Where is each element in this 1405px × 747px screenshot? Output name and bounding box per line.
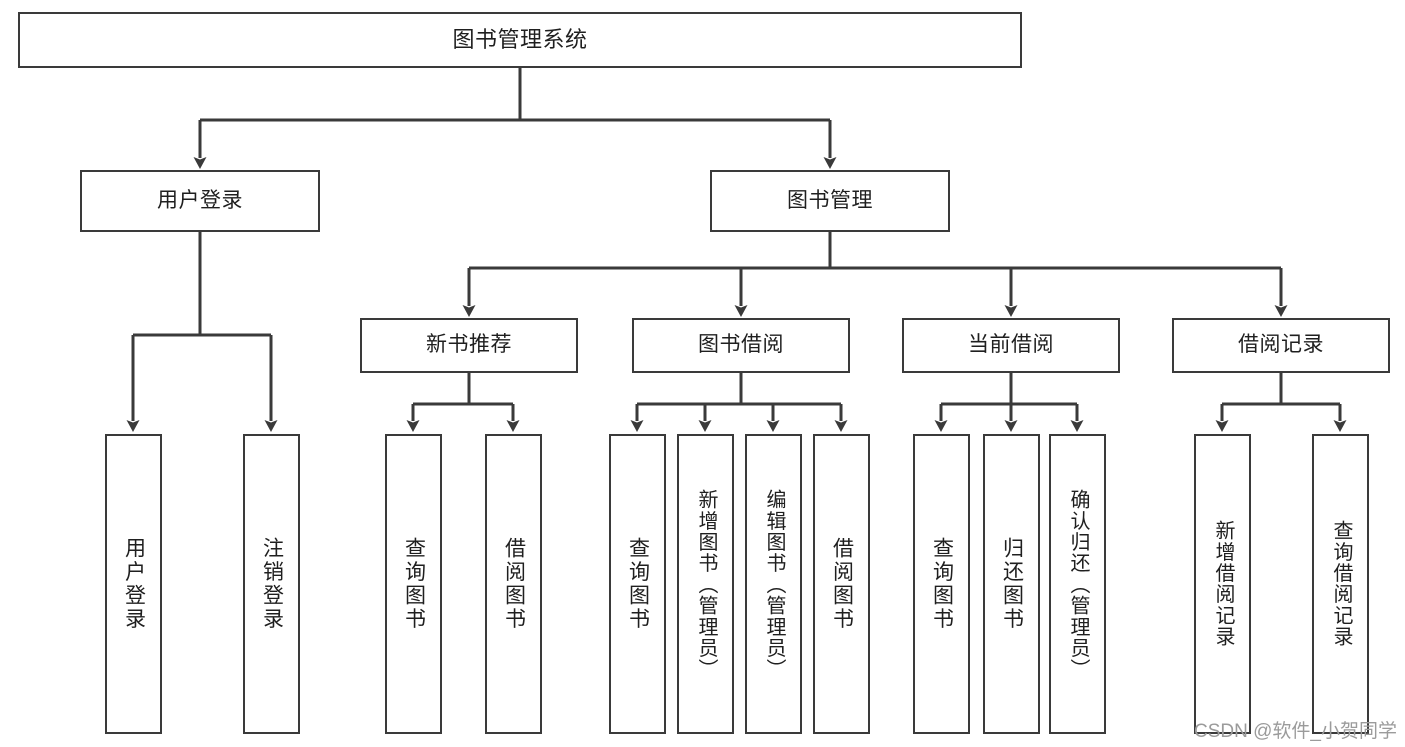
node-label: 图书管理系统 bbox=[452, 27, 588, 53]
leaf-borrow-query-book[interactable]: 查询图书 bbox=[609, 434, 666, 734]
node-current-borrow[interactable]: 当前借阅 bbox=[902, 318, 1120, 373]
leaf-user-login-login[interactable]: 用户登录 bbox=[105, 434, 162, 734]
leaf-borrow-edit-book-admin[interactable]: 编辑图书（管理员） bbox=[745, 434, 802, 734]
watermark-text: CSDN @软件_小贺同学 bbox=[1194, 721, 1397, 742]
leaf-borrow-add-book-admin[interactable]: 新增图书（管理员） bbox=[677, 434, 734, 734]
leaf-user-login-logout[interactable]: 注销登录 bbox=[243, 434, 300, 734]
node-user-login[interactable]: 用户登录 bbox=[80, 170, 320, 232]
node-label: 用户登录 bbox=[157, 188, 243, 212]
node-label: 查询图书 bbox=[930, 537, 954, 631]
node-borrow-record[interactable]: 借阅记录 bbox=[1172, 318, 1390, 373]
leaf-record-add-borrow-record[interactable]: 新增借阅记录 bbox=[1194, 434, 1251, 734]
leaf-record-query-borrow-record[interactable]: 查询借阅记录 bbox=[1312, 434, 1369, 734]
leaf-recommend-borrow-book[interactable]: 借阅图书 bbox=[485, 434, 542, 734]
node-label: 归还图书 bbox=[1000, 537, 1024, 631]
node-label: 新增借阅记录 bbox=[1212, 520, 1234, 648]
node-label: 注销登录 bbox=[260, 537, 284, 631]
node-label: 图书借阅 bbox=[698, 333, 784, 357]
node-label: 查询图书 bbox=[402, 537, 426, 631]
node-label: 借阅图书 bbox=[830, 537, 854, 631]
node-new-book-recommend[interactable]: 新书推荐 bbox=[360, 318, 578, 373]
node-label: 确认归还（管理员） bbox=[1067, 488, 1089, 680]
leaf-current-confirm-return-admin[interactable]: 确认归还（管理员） bbox=[1049, 434, 1106, 734]
leaf-current-query-book[interactable]: 查询图书 bbox=[913, 434, 970, 734]
node-root-library-management-system[interactable]: 图书管理系统 bbox=[18, 12, 1022, 68]
leaf-current-return-book[interactable]: 归还图书 bbox=[983, 434, 1040, 734]
node-label: 新增图书（管理员） bbox=[695, 488, 717, 680]
node-label: 借阅图书 bbox=[502, 537, 526, 631]
leaf-borrow-borrow-book[interactable]: 借阅图书 bbox=[813, 434, 870, 734]
node-book-borrow[interactable]: 图书借阅 bbox=[632, 318, 850, 373]
node-label: 图书管理 bbox=[787, 188, 873, 212]
node-book-management[interactable]: 图书管理 bbox=[710, 170, 950, 232]
node-label: 编辑图书（管理员） bbox=[763, 488, 785, 680]
node-label: 用户登录 bbox=[122, 537, 146, 631]
node-label: 查询借阅记录 bbox=[1330, 520, 1352, 648]
leaf-recommend-query-book[interactable]: 查询图书 bbox=[385, 434, 442, 734]
node-label: 当前借阅 bbox=[968, 333, 1054, 357]
node-label: 查询图书 bbox=[626, 537, 650, 631]
node-label: 新书推荐 bbox=[426, 333, 512, 357]
node-label: 借阅记录 bbox=[1238, 333, 1324, 357]
